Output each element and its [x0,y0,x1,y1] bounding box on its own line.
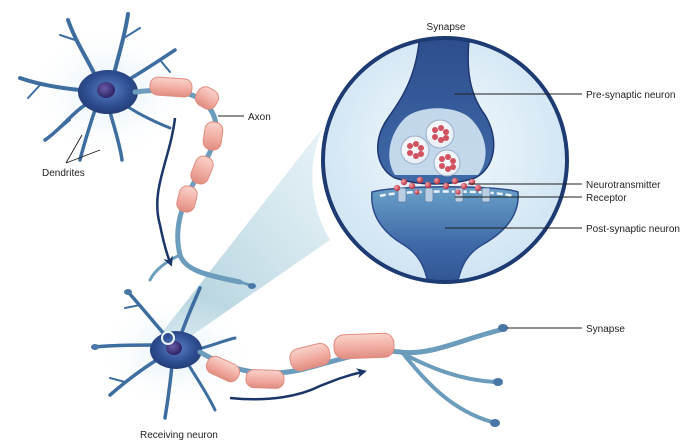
labels: Synapse Axon Dendrites Pre-synaptic neur… [42,22,680,441]
bottom-axon-branch-middle [398,350,497,384]
axon-terminal-middle [493,378,503,386]
zoom-source-circle [161,331,175,345]
top-axon-branch [148,253,182,282]
axon-terminal-lower [490,419,500,427]
axon-terminal-upper [498,324,508,332]
top-neuron-nucleus [97,82,115,98]
label-pre-synaptic-neuron: Pre-synaptic neuron [586,90,676,101]
bottom-signal-arrow [229,368,367,401]
synapse-magnifier [321,36,569,284]
label-dendrites: Dendrites [42,168,85,179]
top-axon-terminal [248,283,256,289]
label-receptor: Receptor [586,193,627,204]
label-axon: Axon [248,112,271,123]
bottom-axon-branch-lower [403,354,494,424]
bottom-axon-myelin [205,332,395,389]
magnifier-rim [321,36,569,284]
post-synaptic-terminal [371,186,519,282]
synaptic-vesicles [400,119,461,177]
dendrites-leader-1 [65,134,83,164]
top-axon-myelin [149,76,224,213]
dendrites-leader-2 [65,149,101,164]
leader-lines [65,93,582,329]
label-synapse-right: Synapse [586,324,625,335]
label-neurotransmitter: Neurotransmitter [586,180,661,191]
top-signal-arrow [156,117,177,267]
label-synapse-top: Synapse [427,22,466,33]
top-neuron [18,12,195,162]
zoom-cone [160,80,360,345]
receiving-neuron [91,286,255,420]
label-post-synaptic-neuron: Post-synaptic neuron [586,224,680,235]
label-receiving-neuron: Receiving neuron [140,430,218,441]
